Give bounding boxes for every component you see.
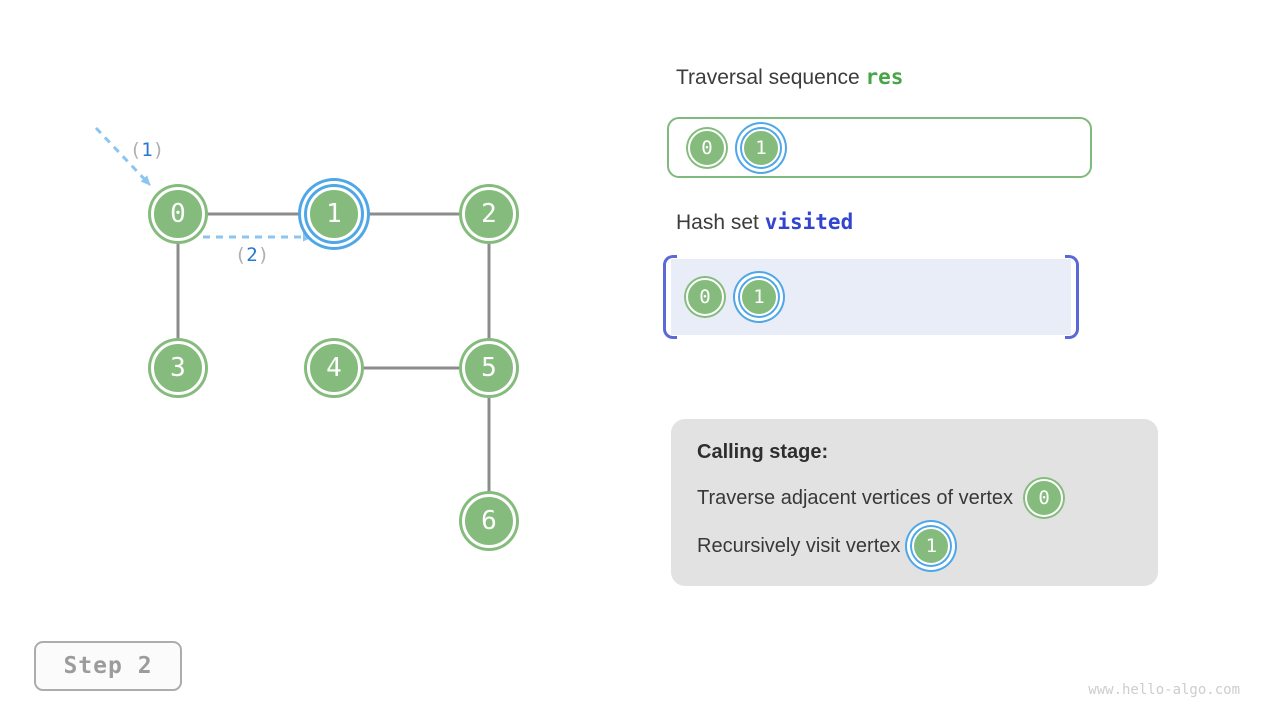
arrow-step-label-2: (2) xyxy=(234,244,270,266)
vertex-chip-1: 1 xyxy=(912,527,951,565)
calling-line-vertex: 0 xyxy=(1025,479,1064,517)
hash-set-box-fill xyxy=(671,259,1071,335)
graph-vertex-4: 4 xyxy=(307,341,361,395)
calling-line-text: Recursively visit vertex xyxy=(697,534,901,557)
left-bracket xyxy=(663,255,677,339)
calling-stage-title: Calling stage: xyxy=(697,441,829,463)
graph-panel: 0 1 2 3 4 5 6 (1) (2) xyxy=(0,0,660,660)
traversal-arrow-1 xyxy=(94,126,152,187)
graph-vertex-1: 1 xyxy=(307,187,361,241)
vertex-chip-1: 1 xyxy=(742,128,780,167)
calling-stage-line: Recursively visit vertex 1 xyxy=(697,522,1132,570)
graph-vertex-0: 0 xyxy=(151,187,205,241)
watermark-text: www.hello-algo.com xyxy=(1088,682,1240,698)
res-code-label: res xyxy=(865,65,904,89)
traversal-sequence-label: Traversal sequence xyxy=(676,66,866,89)
vertex-chip-1: 1 xyxy=(740,278,778,316)
hash-set-label: Hash set xyxy=(676,211,765,234)
vertex-chip-0: 0 xyxy=(688,128,726,167)
visited-code-label: visited xyxy=(764,210,854,234)
calling-line-vertex: 1 xyxy=(912,527,951,565)
traversal-sequence-heading: Traversal sequence res xyxy=(676,65,903,90)
step-badge-label: Step 2 xyxy=(63,653,153,679)
hash-set-heading: Hash set visited xyxy=(676,210,853,235)
step-badge: Step 2 xyxy=(34,641,182,691)
calling-stage-panel: Calling stage: Traverse adjacent vertice… xyxy=(671,419,1158,586)
vertex-chip-0: 0 xyxy=(1025,479,1064,517)
vertex-chip-0: 0 xyxy=(686,278,724,316)
graph-vertex-3: 3 xyxy=(151,341,205,395)
graph-vertex-2: 2 xyxy=(462,187,516,241)
traversal-arrow-layer xyxy=(94,126,313,242)
calling-stage-line: Traverse adjacent vertices of vertex 0 xyxy=(697,474,1132,522)
graph-vertex-6: 6 xyxy=(462,494,516,548)
graph-vertex-5: 5 xyxy=(462,341,516,395)
graph-canvas xyxy=(94,126,491,521)
right-bracket xyxy=(1065,255,1079,339)
arrow-step-label-1: (1) xyxy=(129,139,165,161)
calling-line-text: Traverse adjacent vertices of vertex xyxy=(697,486,1014,509)
